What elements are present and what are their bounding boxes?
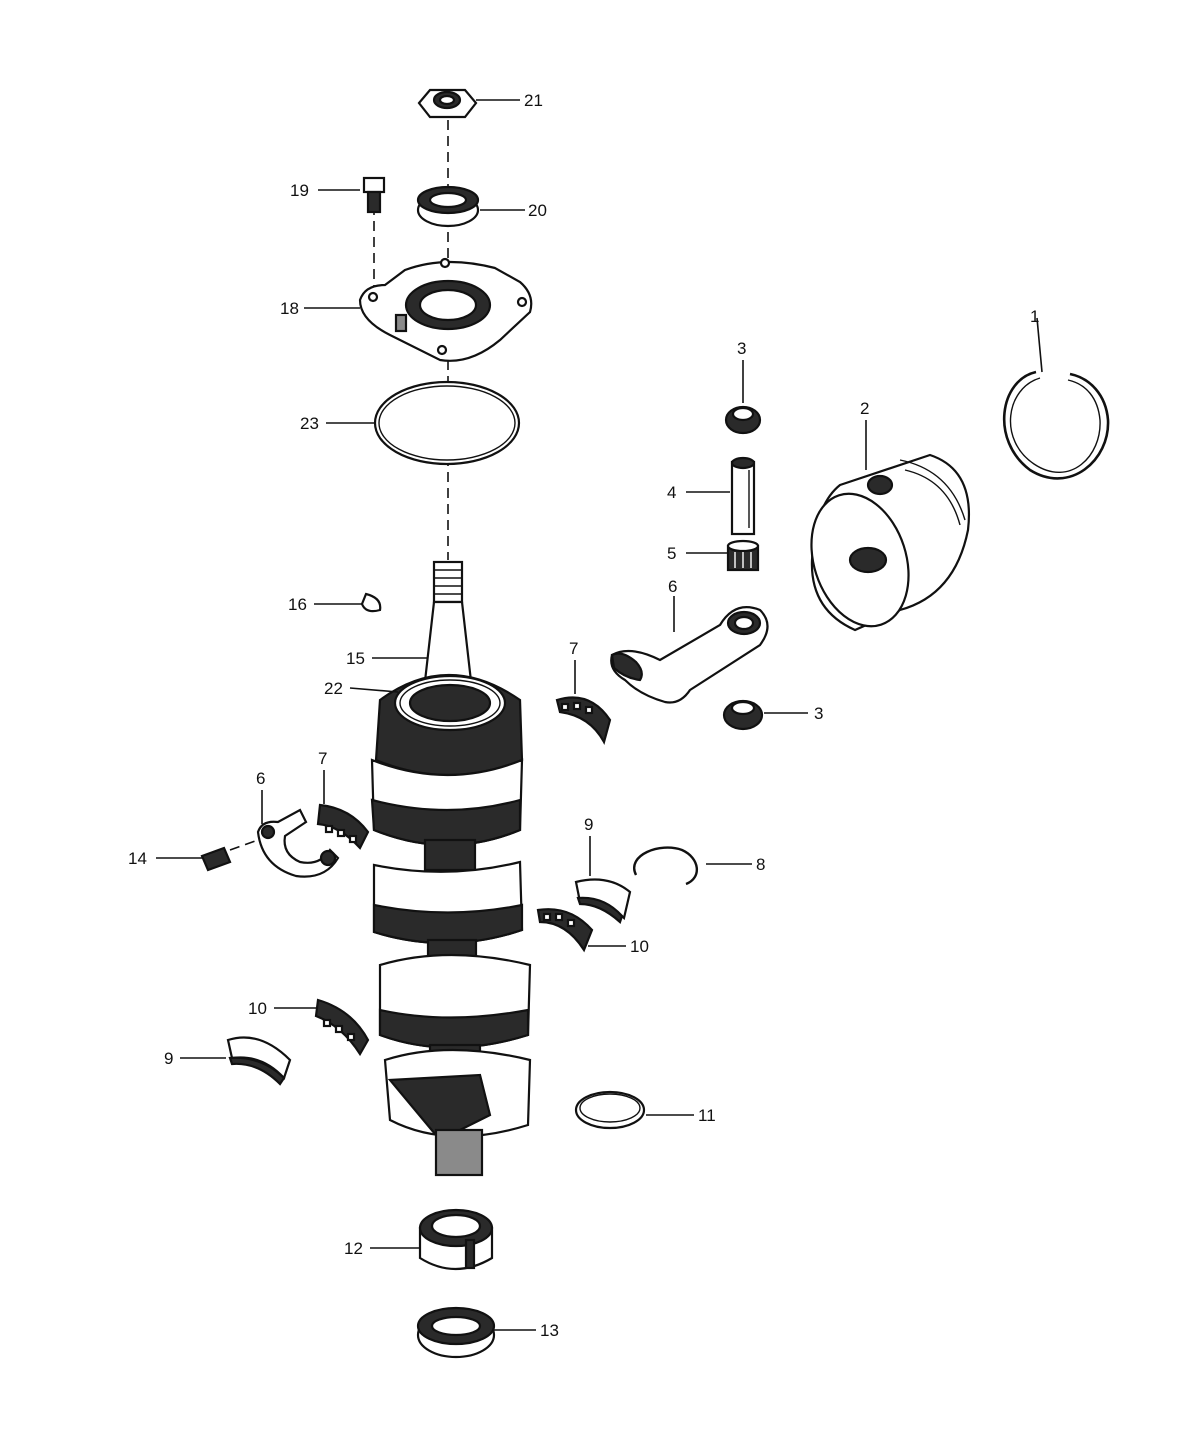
callout-7-upper: 7 (569, 639, 578, 658)
part-15-crankshaft[interactable] (370, 560, 532, 1177)
callout-8: 8 (756, 855, 765, 874)
callout-6-lower: 6 (256, 769, 265, 788)
part-19-bolt[interactable] (362, 176, 386, 214)
part-16-woodruff-key[interactable] (360, 592, 382, 613)
callout-22: 22 (324, 679, 343, 698)
part-4-piston-pin[interactable] (730, 456, 756, 536)
callout-18: 18 (280, 299, 299, 318)
part-20-seal-ring[interactable] (416, 185, 480, 228)
part-7-bearing-cage-half-lower[interactable] (316, 803, 370, 850)
callout-10-right: 10 (630, 937, 649, 956)
callout-14: 14 (128, 849, 147, 868)
part-7-bearing-cage-half-upper[interactable] (555, 696, 612, 745)
callout-3-lower: 3 (814, 704, 823, 723)
part-3-needle-bearing-upper[interactable] (724, 405, 762, 435)
callout-7-lower: 7 (318, 749, 327, 768)
part-13-seal[interactable] (416, 1306, 496, 1359)
part-12-roller-bearing[interactable] (418, 1208, 494, 1270)
part-10-needle-cage-left[interactable] (314, 998, 370, 1057)
leader-lines (156, 99, 1043, 1331)
callout-20: 20 (528, 201, 547, 220)
part-3-needle-bearing-lower[interactable] (722, 699, 764, 731)
callout-10-left: 10 (248, 999, 267, 1018)
part-6-rod-cap[interactable] (256, 808, 340, 878)
callout-16: 16 (288, 595, 307, 614)
part-9-bearing-race-right[interactable] (574, 878, 632, 924)
part-5-needle-bearing[interactable] (726, 539, 760, 572)
callout-13: 13 (540, 1321, 559, 1340)
part-2-piston[interactable] (795, 453, 970, 639)
callout-4: 4 (667, 483, 676, 502)
callout-23: 23 (300, 414, 319, 433)
callout-6-upper: 6 (668, 577, 677, 596)
callout-3-upper: 3 (737, 339, 746, 358)
callout-21: 21 (524, 91, 543, 110)
part-1-piston-ring[interactable] (1002, 370, 1110, 480)
callout-9-upper: 9 (584, 815, 593, 834)
callout-5: 5 (667, 544, 676, 563)
part-14-screw[interactable] (200, 839, 259, 872)
part-18-end-cap-plate[interactable] (358, 257, 533, 362)
callout-1: 1 (1030, 307, 1039, 326)
part-21-hex-nut[interactable] (417, 88, 478, 119)
part-8-retaining-ring[interactable] (633, 846, 698, 886)
callout-19: 19 (290, 181, 309, 200)
callout-2: 2 (860, 399, 869, 418)
callout-12: 12 (344, 1239, 363, 1258)
part-10-needle-cage-right[interactable] (536, 908, 594, 953)
callout-15: 15 (346, 649, 365, 668)
part-11-sealing-ring[interactable] (574, 1090, 646, 1130)
part-22-ball-bearing[interactable] (399, 679, 501, 727)
callout-11: 11 (698, 1106, 716, 1125)
part-9-bearing-race-left[interactable] (226, 1036, 292, 1086)
callout-9-lower: 9 (164, 1049, 173, 1068)
part-6-connecting-rod[interactable] (610, 606, 769, 704)
part-23-o-ring[interactable] (373, 380, 521, 466)
